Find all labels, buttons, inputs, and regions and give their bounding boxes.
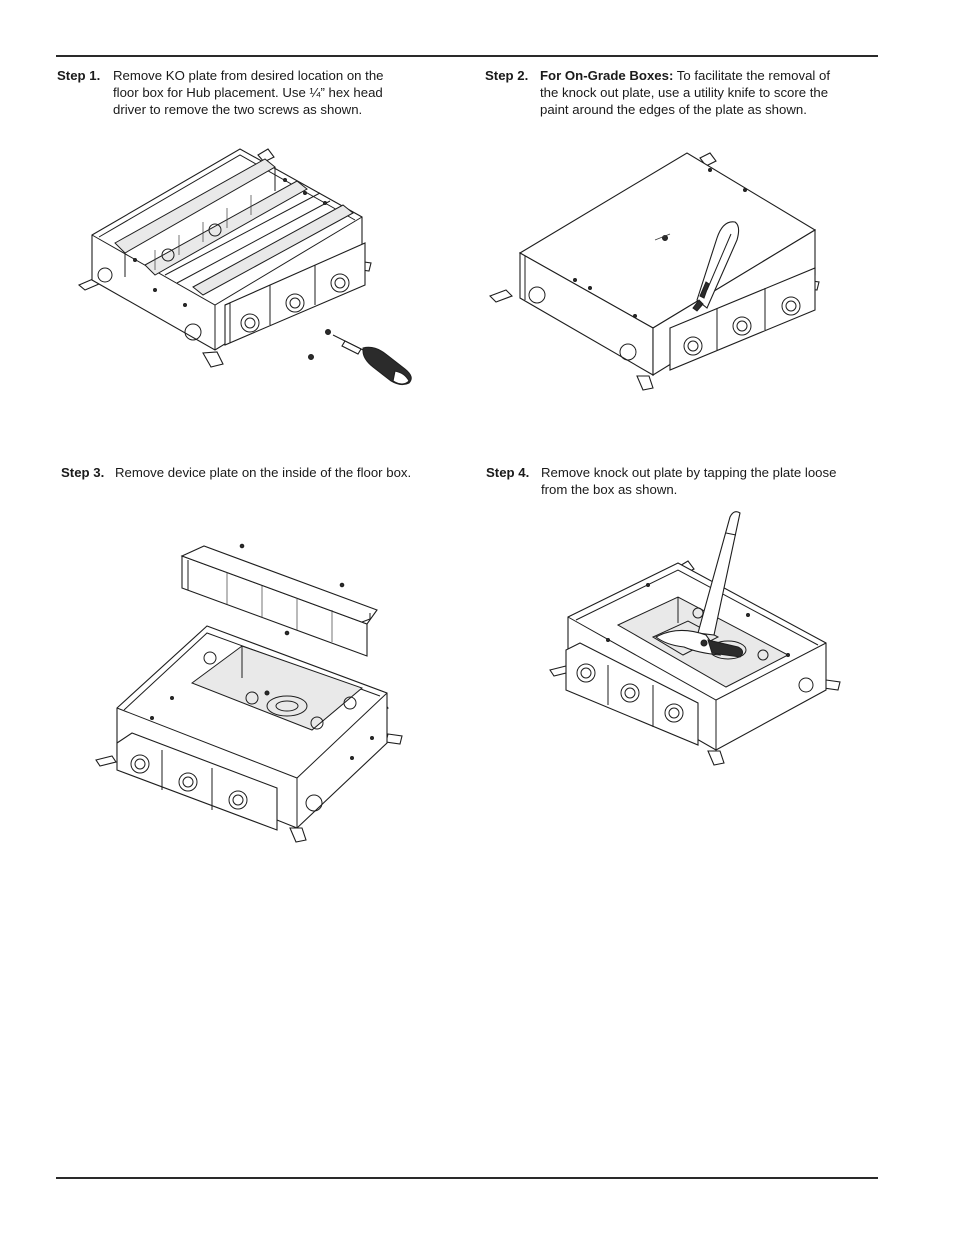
step-2-text-line: To facilitate the removal of (673, 68, 830, 83)
step-2-floor-box-with-knife-illustration (485, 150, 835, 395)
step-1-text-line: Remove KO plate from desired location on… (113, 68, 384, 83)
step-4-text-line: from the box as shown. (541, 482, 678, 497)
top-rule (56, 55, 878, 57)
step-2-label: Step 2. (485, 68, 529, 83)
step-2-bold-heading: For On-Grade Boxes: (540, 68, 674, 83)
bottom-rule (56, 1177, 878, 1179)
step-1-instruction: Step 1. Remove KO plate from desired loc… (57, 67, 437, 119)
step-4-label: Step 4. (486, 465, 530, 480)
step-4-instruction: Step 4. Remove knock out plate by tappin… (486, 464, 876, 500)
step-3-label: Step 3. (61, 465, 105, 480)
step-3-instruction: Step 3. Remove device plate on the insid… (61, 464, 461, 482)
step-2-text-line: the knock out plate, use a utility knife… (540, 85, 829, 100)
step-1-floor-box-illustration (75, 145, 420, 390)
step-1-text-line: driver to remove the two screws as shown… (113, 102, 363, 117)
step-4-hammer-knockout-illustration (548, 505, 848, 770)
step-2-text-line: paint around the edges of the plate as s… (540, 102, 807, 117)
step-3-text-line: Remove device plate on the inside of the… (115, 465, 412, 480)
step-1-text-line: floor box for Hub placement. Use ¼” hex … (113, 85, 383, 100)
step-3-device-plate-removal-illustration (92, 538, 417, 848)
step-4-text-line: Remove knock out plate by tapping the pl… (541, 465, 837, 480)
step-1-label: Step 1. (57, 68, 101, 83)
step-2-instruction: Step 2. For On-Grade Boxes: To facilitat… (485, 67, 875, 119)
